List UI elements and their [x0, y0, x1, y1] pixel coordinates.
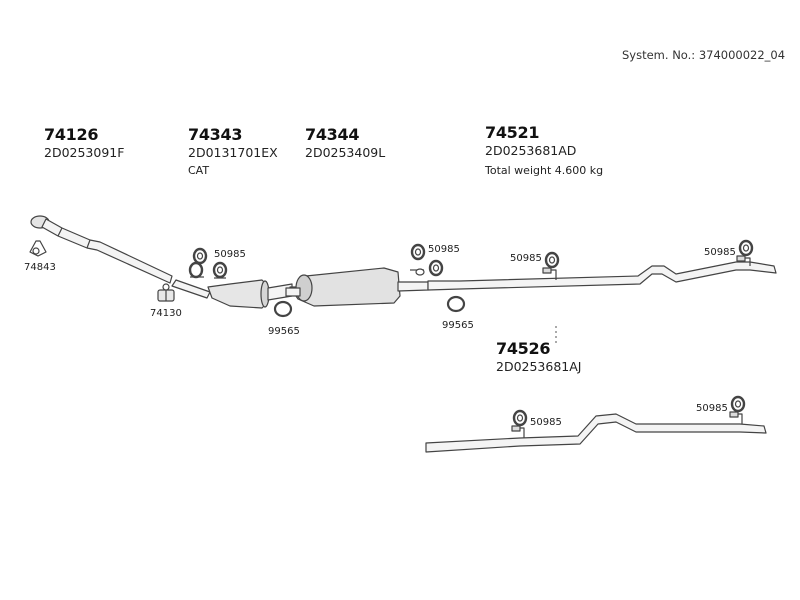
hanger-50985-h-icon	[729, 395, 746, 424]
middle-silencer-74344	[285, 267, 429, 307]
part-number-74526: 74526	[496, 339, 551, 358]
part-number-74343: 74343	[188, 125, 243, 144]
rear-pipe-74526	[425, 413, 767, 453]
hanger-50985-a-icon	[188, 247, 208, 279]
oe-number-74343: 2D0131701EX	[188, 145, 278, 160]
label-ring-99565-left: 99565	[268, 326, 300, 337]
weight-74521: Total weight 4.600 kg	[485, 164, 604, 177]
hanger-50985-f-icon	[736, 239, 754, 266]
label-hanger-50985-c: 50985	[510, 253, 542, 264]
rear-silencer-pipe-74521	[427, 261, 777, 291]
front-pipe-74126	[30, 215, 173, 284]
hanger-50985-b-icon	[212, 261, 228, 279]
label-gasket-74843: 74843	[24, 262, 56, 273]
label-hanger-50985-f: 50985	[696, 403, 728, 414]
oe-number-74526: 2D0253681AJ	[496, 359, 582, 374]
gasket-74843-icon	[29, 240, 47, 257]
hanger-50985-e-icon	[542, 251, 560, 280]
part-number-74126: 74126	[44, 125, 99, 144]
rubber-ring-99565-left-icon	[273, 300, 293, 318]
rubber-ring-99565-right-icon	[446, 295, 466, 313]
hanger-50985-d-icon	[428, 259, 444, 277]
connector-pipe	[171, 279, 211, 299]
label-clamp-74130: 74130	[150, 308, 182, 319]
label-hanger-50985-d: 50985	[704, 247, 736, 258]
label-ring-99565-right: 99565	[442, 320, 474, 331]
system-number: System. No.: 374000022_04	[622, 48, 786, 62]
hanger-50985-c-icon	[410, 243, 426, 276]
label-hanger-50985-e: 50985	[530, 417, 562, 428]
part-number-74521: 74521	[485, 123, 540, 142]
label-hanger-50985-b: 50985	[428, 244, 460, 255]
oe-number-74344: 2D0253409L	[305, 145, 386, 160]
part-number-74344: 74344	[305, 125, 360, 144]
note-74343: CAT	[188, 164, 210, 177]
oe-number-74521: 2D0253681AD	[485, 143, 577, 158]
hanger-50985-g-icon	[511, 409, 528, 438]
label-hanger-50985-a: 50985	[214, 249, 246, 260]
oe-number-74126: 2D0253091F	[44, 145, 125, 160]
clamp-74130-icon	[157, 283, 175, 302]
